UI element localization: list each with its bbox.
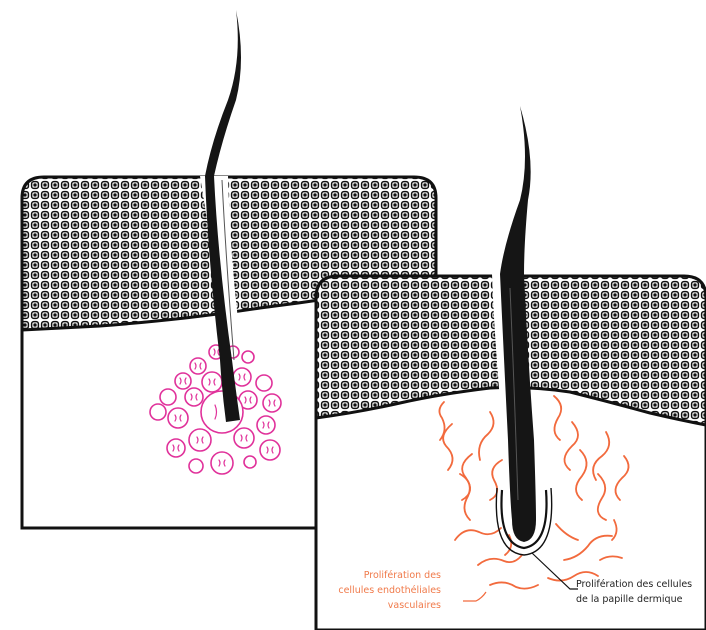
endothelial-proliferation-label: Prolifération des cellules endothéliales…	[338, 568, 441, 613]
papilla-proliferation-label: Prolifération des cellules de la papille…	[576, 577, 692, 607]
